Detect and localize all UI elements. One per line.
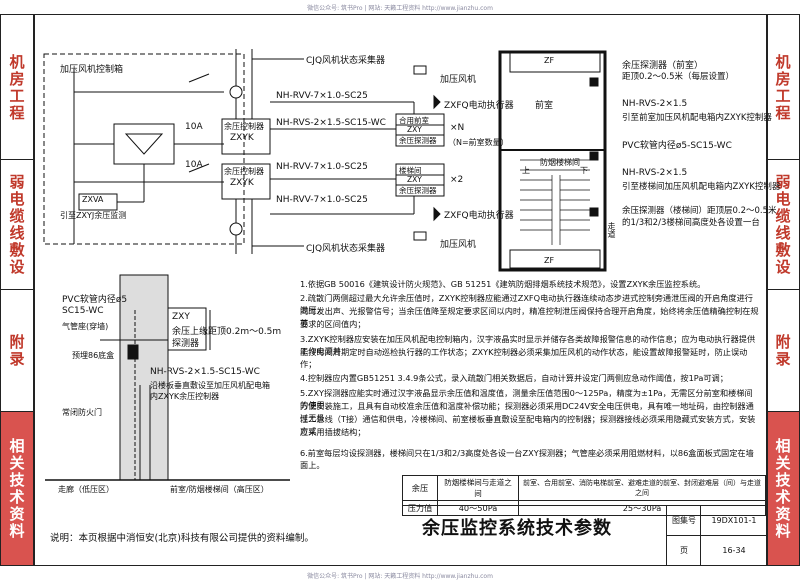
detector-bottom-line3: 余压探测器	[399, 186, 437, 195]
breaker-top-label: 10A	[185, 122, 203, 132]
section-detector-line2: 余压	[172, 327, 191, 337]
side-tab-appendix-right: 附录	[766, 289, 800, 413]
table-row: 压力值 40～50Pa 25～30Pa	[402, 500, 766, 516]
section-detector-line3: 探测器	[172, 339, 200, 349]
controller-bottom-line2: ZXYK	[230, 178, 254, 188]
title-block: 余压监控系统技术参数 图集号 19DX101-1 页 16-34	[402, 505, 767, 565]
note-3-cont: 能按时间周期定时自动巡检执行器的工作状态；ZXYK控制器必须采集加压风机的动作状…	[300, 347, 748, 369]
section-back-box: 预埋86底盒	[72, 351, 115, 360]
credit-note: 说明：本页根据中消恒安(北京)科技有限公司提供的资料编制。	[50, 533, 314, 544]
controller-bottom-line1: 余压控制器	[224, 167, 264, 176]
section-high-zone: 前室/防烟楼梯间（高压区）	[170, 485, 269, 494]
side-tab-cabling-right: 弱电缆线敷设	[766, 159, 800, 291]
plan-stair-label: 防烟楼梯间	[540, 158, 580, 167]
plan-corridor: 走道	[607, 222, 616, 238]
table-row: 余压 防烟楼梯间与走道之间 前室、合用前室、消防电梯前室、避难走道的前室、封闭避…	[402, 475, 766, 501]
control-wiring-diagram	[43, 49, 445, 254]
note-5-cont-a: 方便安装施工，且具有自动校准余压值和温度补偿功能；探测器必须采用DC24V安全电…	[300, 401, 754, 423]
times-2-label: ×2	[450, 175, 464, 185]
detector-bottom-line1: 楼梯间	[399, 166, 422, 175]
param-header-label: 余压	[402, 475, 438, 501]
fan-control-box-label: 加压风机控制箱	[60, 65, 124, 75]
drawing-frame	[34, 14, 768, 566]
side-tab-machine-room-left: 机房工程	[0, 14, 34, 161]
side-tab-reference-left: 相关技术资料	[0, 411, 34, 566]
legend-front-cable: NH-RVS-2×1.5	[622, 99, 688, 109]
note-4: 4.控制器应内置GB51251 3.4.9条公式，录入疏散门相关数据后，自动计算…	[300, 373, 728, 383]
floor-plan-drawing	[498, 50, 607, 272]
note-5: 5.ZXY探测器应能实时通过汉字液晶显示余压值和温度值，测量余压值范围0～125…	[300, 388, 753, 410]
note-5-cont-c: 应采用插拔结构；	[300, 427, 366, 437]
plan-front-room: 前室	[535, 101, 554, 111]
param-value-front-room: 25～30Pa	[518, 500, 766, 516]
cjq-bottom-label: CJQ风机状态采集器	[306, 244, 386, 254]
actuator-top-label: ZXFQ电动执行器	[444, 101, 514, 111]
detector-top-line3: 余压探测器	[399, 136, 437, 145]
atlas-number-value: 19DX101-1	[700, 506, 767, 536]
atlas-number-label: 图集号	[666, 506, 701, 536]
section-wall-fitting: 气管座(穿墙)	[62, 322, 109, 331]
legend-stair-cable-route: 引至楼梯间加压风机配电箱内ZXYK控制器	[622, 182, 781, 192]
plan-zf-top: ZF	[544, 56, 555, 65]
cjq-top-label: CJQ风机状态采集器	[306, 56, 386, 66]
page-label: 页	[666, 535, 701, 565]
page-value: 16-34	[700, 535, 767, 565]
section-detector-line1: ZXY	[172, 312, 190, 322]
side-tab-reference-right: 相关技术资料	[766, 411, 800, 566]
n-note-label: （N=前室数量）	[448, 138, 509, 147]
note-1: 1.依据GB 50016《建筑设计防火规范》、GB 51251《建筑防烟排烟系统…	[300, 279, 706, 289]
param-value-stair: 40～50Pa	[437, 500, 519, 516]
installation-section-drawing	[45, 274, 290, 481]
plan-zf-bottom: ZF	[544, 256, 555, 265]
collector-ref-label: 引至ZXYJ余压监测	[60, 211, 127, 220]
side-tab-appendix-left: 附录	[0, 289, 34, 413]
legend-stair-cable: NH-RVS-2×1.5	[622, 168, 688, 178]
detector-top-line1: 合用前室	[399, 116, 429, 125]
cable-rvv-top-label: NH-RVV-7×1.0-SC25	[276, 91, 368, 101]
fan-label: 加压风机	[440, 75, 477, 85]
detector-bottom-line2: ZXY	[407, 175, 422, 184]
section-cable-route-1: 沿楼板垂直敷设至加压风机配电箱	[150, 381, 270, 390]
times-n-label: ×N	[450, 123, 465, 133]
section-pvc-hose: PVC软管内径ø5	[62, 295, 128, 305]
breaker-bottom-label: 10A	[185, 160, 203, 170]
legend-stair-detector-position: 的1/3和2/3楼梯间高度处各设置一台	[622, 218, 760, 228]
fan-label-bottom: 加压风机	[440, 240, 477, 250]
section-low-zone: 走廊（低压区）	[58, 485, 114, 494]
side-tab-cabling-left: 弱电缆线敷设	[0, 159, 34, 291]
legend-pvc-hose: PVC软管内径ø5-SC15-WC	[622, 141, 732, 151]
pressure-parameter-table: 余压 防烟楼梯间与走道之间 前室、合用前室、消防电梯前室、避难走道的前室、封闭避…	[402, 475, 766, 516]
note-6: 6.前室每层均设探测器，楼梯间只在1/3和2/3高度处各设一台ZXY探测器；气管…	[300, 448, 754, 470]
cable-rvs-top-label: NH-RVS-2×1.5-SC15-WC	[276, 118, 386, 128]
note-2-cont-b: 要求的区间值内；	[300, 319, 366, 329]
param-header-stair: 防烟楼梯间与走道之间	[437, 475, 519, 501]
legend-front-cable-route: 引至前室加压风机配电箱内ZXYK控制器	[622, 113, 772, 123]
param-header-front-room: 前室、合用前室、消防电梯前室、避难走道的前室、封闭避难层（间）与走道之间	[518, 475, 766, 501]
note-3: 3.ZXYK控制器应安装在加压风机配电控制箱内，汉字液晶实时显示并储存各类故障报…	[300, 334, 756, 356]
note-2-cont-a: 同时发出声、光报警信号；当余压值降至规定要求区间以内时，精准控制泄压阀保持合理开…	[300, 306, 759, 328]
note-5-cont-b: 性二总线（T接）通信和供电，冷楼梯间、前室楼板垂直敷设至配电箱内的控制器；探测器…	[300, 414, 756, 436]
drawing-title: 余压监控系统技术参数	[422, 518, 612, 539]
watermark-bottom: 微信公众号: 筑书Pro | 网站: 天籁工程资料 http://www.jia…	[307, 573, 493, 580]
detector-top-line2: ZXY	[407, 125, 422, 134]
section-fire-door: 常闭防火门	[62, 408, 102, 417]
section-cable-route-2: 内ZXYK余压控制器	[150, 392, 220, 401]
section-cable: NH-RVS-2×1.5-SC15-WC	[150, 367, 260, 377]
plan-up: 上	[522, 166, 530, 175]
note-2: 2.疏散门两侧超过最大允许余压值时，ZXYK控制器应能通过ZXFQ电动执行器连续…	[300, 293, 753, 315]
legend-front-detector: 余压探测器（前室）	[622, 61, 704, 71]
section-sc15: SC15-WC	[62, 306, 104, 316]
legend-stair-detector: 余压探测器（楼梯间）距顶层0.2～0.5米	[622, 206, 777, 216]
cable-rvv-mid-label: NH-RVV-7×1.0-SC25	[276, 162, 368, 172]
section-height-note: 上缘距顶0.2m～0.5m	[190, 327, 282, 337]
legend-front-detector-height: 距顶0.2～0.5米（每层设置）	[622, 72, 735, 82]
controller-top-line1: 余压控制器	[224, 122, 264, 131]
cable-rvv-bottom-label: NH-RVV-7×1.0-SC25	[276, 195, 368, 205]
actuator-bottom-label: ZXFQ电动执行器	[444, 211, 514, 221]
plan-down: 下	[580, 166, 588, 175]
zxva-label: ZXVA	[82, 195, 104, 204]
side-tab-machine-room-right: 机房工程	[766, 14, 800, 161]
controller-top-line2: ZXYK	[230, 133, 254, 143]
watermark-top: 微信公众号: 筑书Pro | 网站: 天籁工程资料 http://www.jia…	[307, 5, 493, 12]
